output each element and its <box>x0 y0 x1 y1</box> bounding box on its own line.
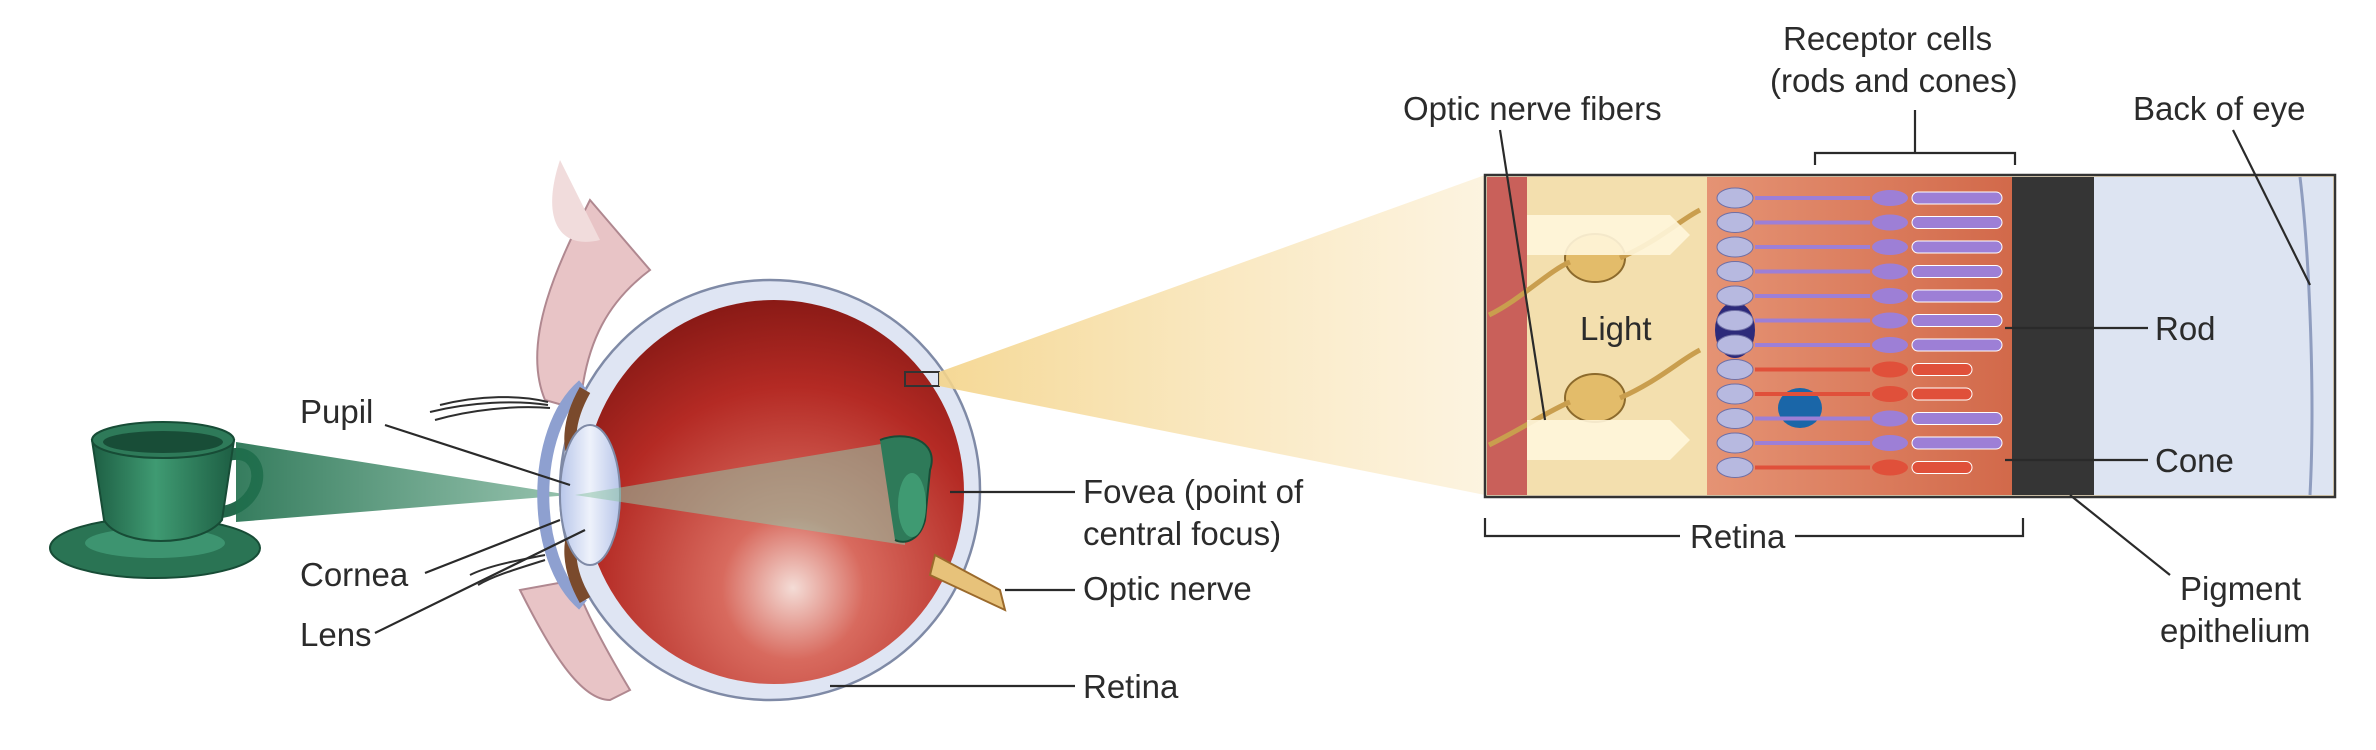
rod-cell <box>1716 432 2003 454</box>
pigment-layer <box>2012 177 2094 495</box>
label-cone: Cone <box>2155 442 2234 479</box>
teacup-illustration <box>49 421 264 579</box>
label-fovea-line2: central focus) <box>1083 515 1281 552</box>
label-pigment-line2: epithelium <box>2160 612 2310 649</box>
label-pigment: Pigment <box>2180 570 2301 607</box>
rod-cell <box>1716 285 2003 307</box>
label-receptor-cells-line2: (rods and cones) <box>1770 62 2018 99</box>
rod-cell <box>1716 261 2003 282</box>
label-lens: Lens <box>300 616 372 653</box>
label-back-of-eye: Back of eye <box>2133 90 2305 127</box>
rod-cell <box>1716 310 2003 331</box>
upper-eyelid <box>536 198 652 412</box>
rod-cell <box>1716 212 2003 233</box>
eyelashes <box>429 396 551 586</box>
cone-cell <box>1716 383 1973 405</box>
rod-cell <box>1716 408 2003 429</box>
label-pupil: Pupil <box>300 393 373 430</box>
rod-cell <box>1716 236 2003 258</box>
eye-cross-section <box>429 160 1007 702</box>
back-of-eye-layer <box>2094 177 2333 495</box>
label-cornea: Cornea <box>300 556 409 593</box>
label-optic-nerve-fibers: Optic nerve fibers <box>1403 90 1662 127</box>
inset-projection <box>939 175 1485 495</box>
light-beam-incoming <box>236 442 570 522</box>
rod-cell <box>1716 187 2003 209</box>
label-receptor-cells: Receptor cells <box>1783 20 1992 57</box>
light-arrows <box>1527 215 1690 460</box>
label-retina-eye: Retina <box>1083 668 1179 705</box>
cone-cell <box>1716 359 1973 380</box>
rod-cell <box>1716 334 2003 356</box>
cone-cell <box>1716 457 1973 478</box>
cornea <box>537 380 588 610</box>
receptor-cells <box>1716 187 2003 478</box>
optic-nerve <box>928 553 1007 612</box>
label-fovea: Fovea (point of <box>1083 473 1304 510</box>
label-retina-inset: Retina <box>1690 518 1786 555</box>
label-rod: Rod <box>2155 310 2216 347</box>
retina-inset <box>1483 173 2337 499</box>
inverted-cup-image <box>879 435 933 543</box>
cup-body <box>90 439 236 542</box>
label-optic-nerve: Optic nerve <box>1083 570 1252 607</box>
label-light: Light <box>1580 310 1652 347</box>
